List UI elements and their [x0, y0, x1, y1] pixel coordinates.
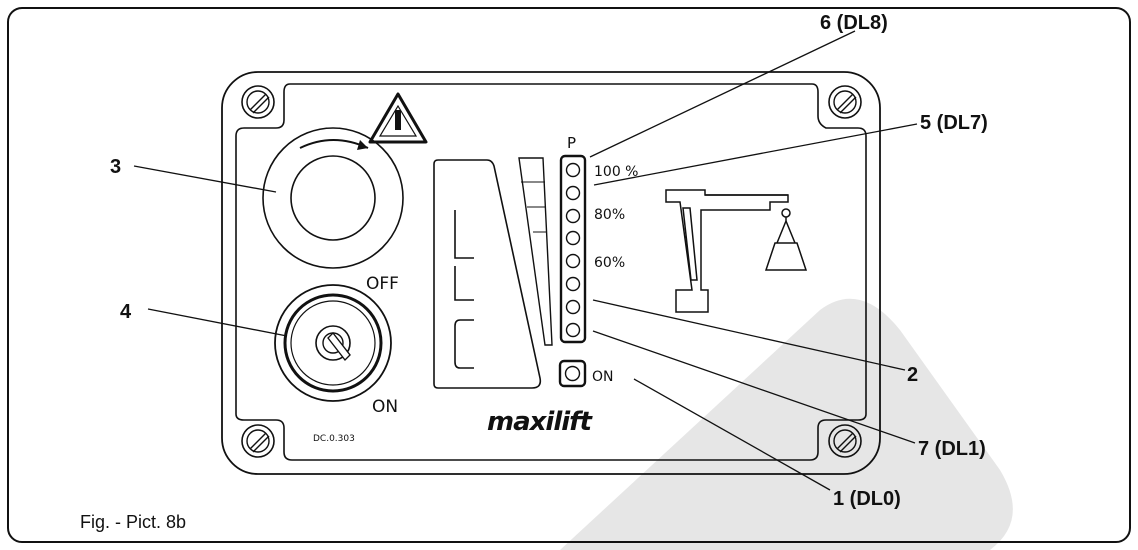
crane-icon	[665, 189, 808, 313]
brand-logo: maxilift	[487, 407, 593, 437]
figure-frame	[7, 7, 1131, 543]
led-dl1	[565, 322, 581, 338]
label-off: OFF	[366, 274, 399, 294]
emergency-stop-button[interactable]	[262, 127, 404, 269]
panel-code: DC.0.303	[313, 434, 355, 444]
callout-5: 5 (DL7)	[920, 112, 988, 134]
led-dl0	[558, 359, 587, 388]
figure-caption: Fig. - Pict. 8b	[80, 512, 186, 532]
led	[565, 230, 581, 246]
load-wedge-scale	[518, 157, 553, 346]
label-p: P	[567, 134, 576, 152]
label-100-percent: 100 %	[594, 164, 638, 180]
label-on-led: ON	[592, 369, 614, 385]
screw-bottom-right	[828, 424, 862, 458]
callout-7: 7 (DL1)	[918, 438, 986, 460]
led	[565, 276, 581, 292]
led-dl8	[565, 162, 581, 178]
rotate-arrow-icon	[299, 139, 369, 149]
screw-top-left	[241, 85, 275, 119]
led	[565, 299, 581, 315]
leader-lines	[133, 30, 918, 491]
led	[565, 253, 581, 269]
callout-6: 6 (DL8)	[820, 12, 888, 34]
callout-1: 1 (DL0)	[833, 488, 901, 510]
watermark-shape	[560, 298, 1013, 550]
led-dl7	[565, 185, 581, 201]
callout-4: 4	[120, 301, 132, 323]
label-on-key: ON	[372, 397, 398, 417]
panel-inner	[235, 83, 867, 461]
screw-bottom-left	[241, 424, 275, 458]
panel-outer	[221, 71, 881, 475]
callout-2: 2	[907, 364, 918, 386]
label-80-percent: 80%	[594, 207, 625, 223]
led	[565, 208, 581, 224]
warning-icon	[368, 92, 428, 144]
led-bar	[559, 154, 587, 344]
key-icon	[327, 331, 351, 362]
llc-indicator	[433, 159, 542, 389]
label-60-percent: 60%	[594, 255, 625, 271]
callout-3: 3	[110, 156, 121, 178]
screw-top-right	[828, 85, 862, 119]
key-switch[interactable]	[274, 284, 392, 402]
